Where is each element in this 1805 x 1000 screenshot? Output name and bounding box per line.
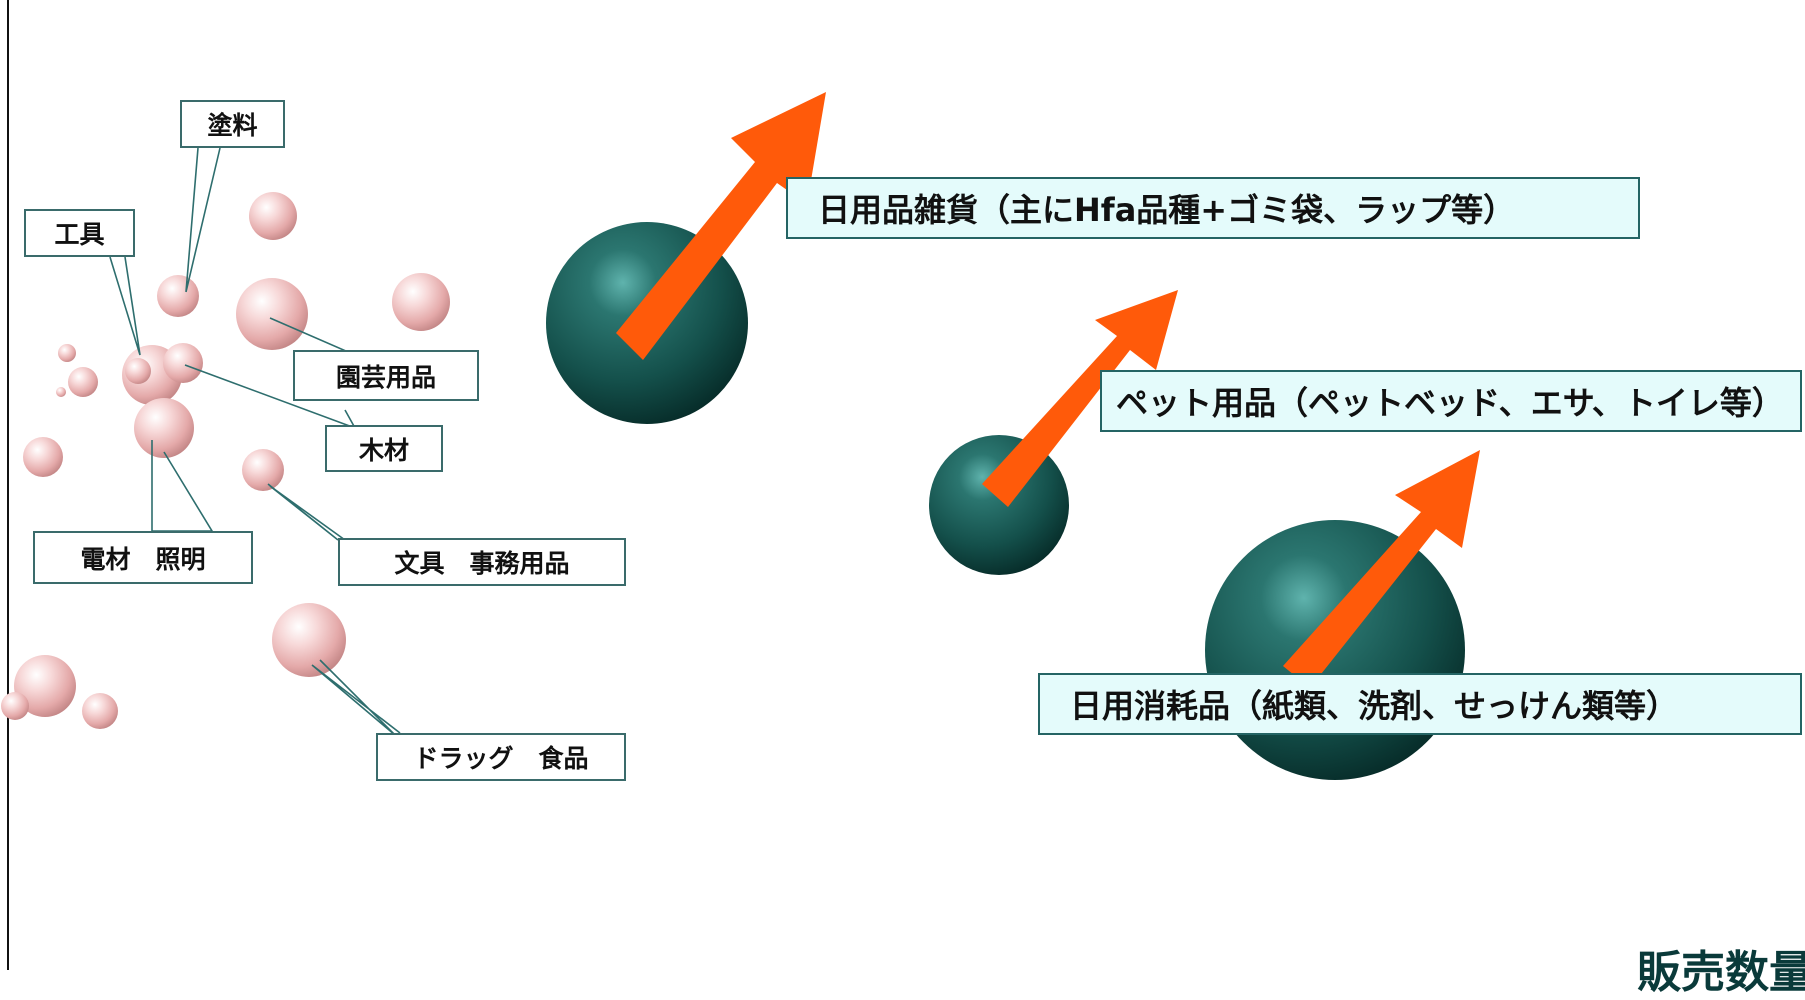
bubble [1, 692, 29, 720]
arrow-daily-goods [616, 92, 826, 360]
label-consumables: 日用消耗品（紙類、洗剤、せっけん類等） [1038, 673, 1802, 735]
pink-bubbles [1, 192, 450, 729]
bubble-stationery [242, 449, 284, 491]
callout-line-tools [109, 256, 141, 356]
sphere-pet [929, 435, 1069, 575]
label-pet: ペット用品（ペットベッド、エサ、トイレ等） [1100, 370, 1802, 432]
bubble [56, 387, 66, 397]
callout-line-drug-food [311, 659, 401, 736]
label-daily-goods: 日用品雑貨（主にHfa品種+ゴミ袋、ラップ等） [786, 177, 1640, 239]
bubble [392, 273, 450, 331]
bubble-drug-food [272, 603, 346, 677]
bubble-paint [157, 275, 199, 317]
growth-arrows [616, 92, 1480, 688]
bubble [14, 655, 76, 717]
label-garden: 園芸用品 [293, 350, 479, 401]
bubble-tools-small [125, 358, 151, 384]
label-electric: 電材 照明 [33, 531, 253, 584]
label-wood: 木材 [325, 425, 443, 472]
callout-line-paint [185, 147, 221, 293]
label-stationery: 文具 事務用品 [338, 538, 626, 586]
bubble-wood [163, 343, 203, 383]
arrow-consumables [1283, 450, 1480, 688]
bubble [58, 344, 76, 362]
label-tools: 工具 [24, 209, 135, 257]
sales-volume-label: 販売数量 [1637, 947, 1805, 998]
bubble [68, 367, 98, 397]
arrow-pet [982, 290, 1178, 507]
bubble-electric [134, 398, 194, 458]
bubble-garden [236, 278, 308, 350]
bubble [23, 437, 63, 477]
bubble [82, 693, 118, 729]
label-drug-food: ドラッグ 食品 [376, 733, 626, 781]
label-paint: 塗料 [180, 100, 285, 148]
callout-line-stationery [267, 483, 346, 541]
bubble [249, 192, 297, 240]
